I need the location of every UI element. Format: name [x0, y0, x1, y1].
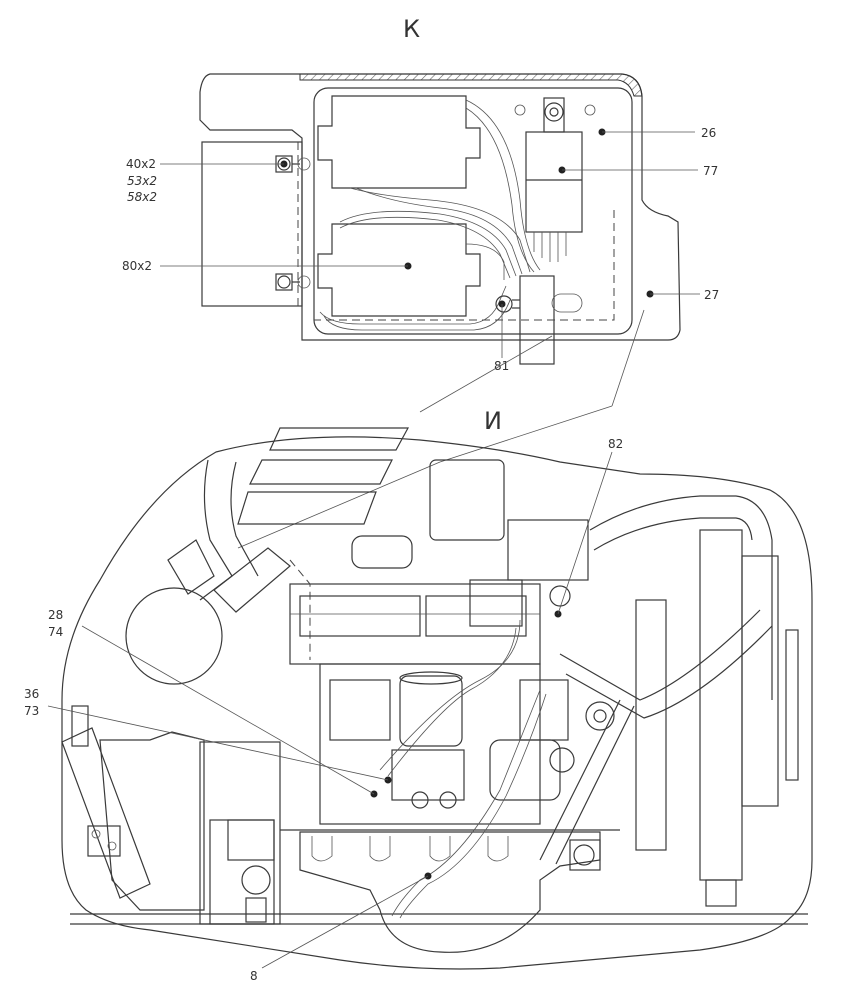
view-i-title: И [484, 407, 502, 435]
generator [519, 679, 569, 741]
view-k-harness [319, 99, 541, 331]
hydraulic-cylinder [61, 727, 151, 899]
view-k-box-upper [317, 95, 481, 189]
callout-82: 82 [608, 437, 623, 451]
view-k-mount-plate [201, 141, 303, 307]
engine-harness [379, 619, 521, 771]
projection-lines [237, 309, 645, 549]
callout-28: 28 [48, 608, 63, 622]
view-i-outline [61, 436, 813, 970]
callout-36: 36 [24, 687, 39, 701]
callout-40x2: 40x2 [126, 157, 156, 171]
upper-hose [589, 495, 773, 700]
callout-74: 74 [48, 625, 63, 639]
panel-strip [269, 427, 410, 451]
callout-81: 81 [494, 359, 509, 373]
callout-80x2: 80x2 [122, 259, 152, 273]
view-k-ground-lug [495, 295, 513, 313]
intake-pipe [199, 459, 233, 601]
panel-strip [237, 491, 377, 525]
air-cleaner [125, 587, 223, 685]
view-k-hatched-edge [299, 73, 643, 97]
view-i-engine: И [24, 407, 813, 983]
callout-73: 73 [24, 704, 39, 718]
ground-wire [391, 689, 541, 917]
oil-filter [399, 675, 463, 747]
turbocharger [429, 459, 505, 541]
callout-53x2: 53x2 [127, 174, 157, 188]
view-k-title: К [403, 15, 420, 43]
view-k-box-lower [317, 223, 481, 317]
view-k-bolt-upper [275, 155, 311, 173]
panel-strip [249, 459, 393, 485]
flywheel-housing [199, 741, 281, 925]
lower-hose [559, 609, 761, 701]
callout-27: 27 [704, 288, 719, 302]
callout-26: 26 [701, 126, 716, 140]
starter [489, 739, 561, 801]
callout-8: 8 [250, 969, 258, 983]
oil-pan [299, 831, 601, 953]
radiator-core [699, 529, 743, 881]
callout-58x2: 58x2 [127, 190, 157, 204]
view-k-housing [199, 73, 681, 341]
view-k-bolt-lower [275, 273, 311, 291]
callout-77: 77 [703, 164, 718, 178]
engine-block [319, 663, 541, 825]
view-k-inner-panel [313, 87, 633, 335]
view-k-detail: К [122, 15, 719, 373]
view-k-fuse-block [525, 131, 583, 233]
gearbox [99, 731, 205, 911]
